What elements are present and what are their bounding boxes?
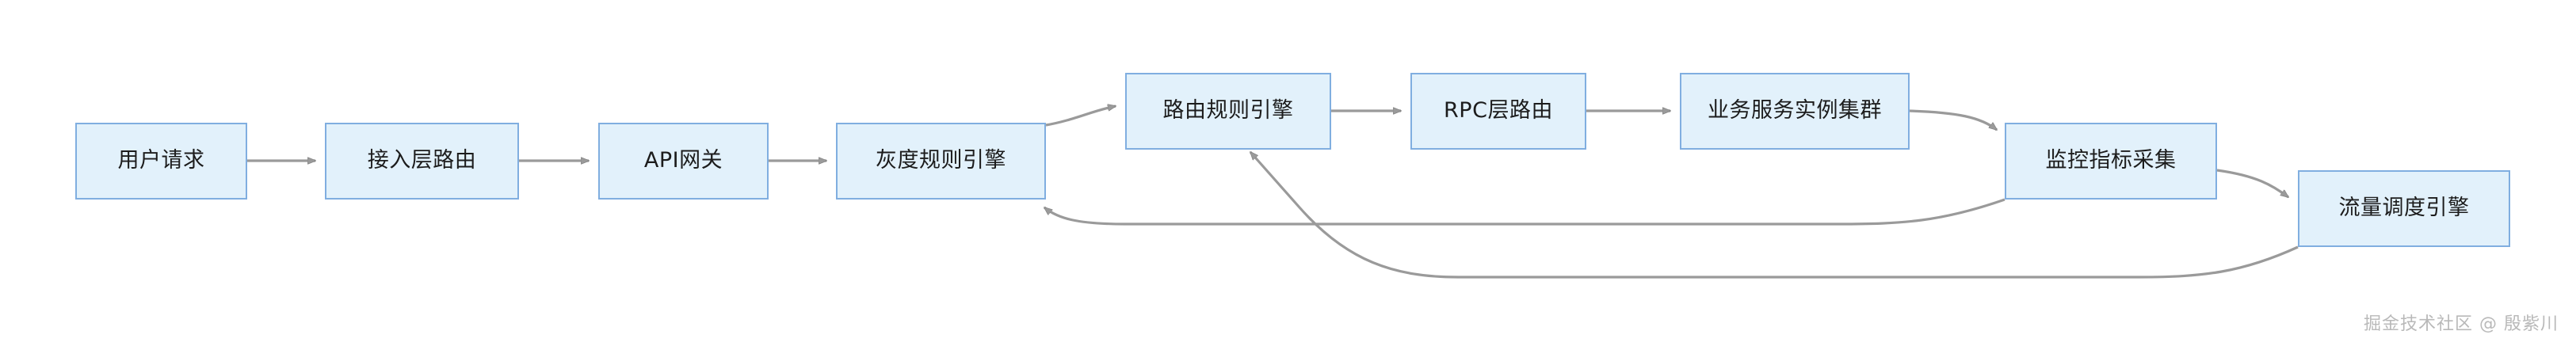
- node-rpc-layer-route[interactable]: RPC层路由: [1410, 73, 1586, 150]
- node-api-gateway[interactable]: API网关: [598, 123, 769, 200]
- node-service-instances[interactable]: 业务服务实例集群: [1680, 73, 1910, 150]
- edge-gray-rule-engine-to-route-rule-engine: [1045, 106, 1116, 127]
- node-traffic-scheduler[interactable]: 流量调度引擎: [2298, 170, 2510, 247]
- node-metrics-collection[interactable]: 监控指标采集: [2005, 123, 2217, 200]
- node-label-user-request: 用户请求: [117, 148, 205, 173]
- edge-metrics-collection-to-gray-rule-engine: [1044, 198, 2005, 226]
- node-gray-rule-engine[interactable]: 灰度规则引擎: [836, 123, 1046, 200]
- node-label-access-layer-route: 接入层路由: [367, 148, 477, 173]
- node-access-layer-route[interactable]: 接入层路由: [325, 123, 519, 200]
- node-label-api-gateway: API网关: [643, 148, 723, 173]
- node-user-request[interactable]: 用户请求: [75, 123, 247, 200]
- node-label-route-rule-engine: 路由规则引擎: [1162, 98, 1294, 124]
- node-route-rule-engine[interactable]: 路由规则引擎: [1125, 73, 1331, 150]
- node-label-metrics-collection: 监控指标采集: [2045, 148, 2177, 173]
- node-label-rpc-layer-route: RPC层路由: [1444, 98, 1553, 124]
- watermark: 掘金技术社区 @ 殷紫川: [2364, 314, 2559, 334]
- node-label-gray-rule-engine: 灰度规则引擎: [876, 148, 1006, 173]
- node-label-service-instances: 业务服务实例集群: [1708, 98, 1882, 124]
- edge-metrics-collection-to-traffic-scheduler: [2216, 169, 2288, 199]
- node-label-traffic-scheduler: 流量调度引擎: [2338, 196, 2470, 221]
- edge-service-instances-to-metrics-collection: [1909, 109, 1997, 131]
